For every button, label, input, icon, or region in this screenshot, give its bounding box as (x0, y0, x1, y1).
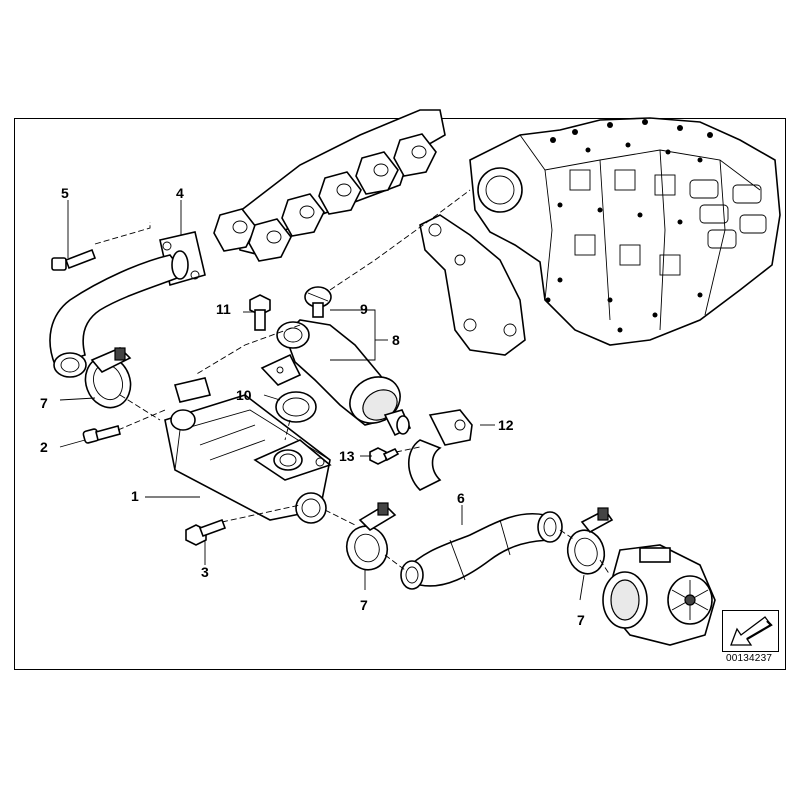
cylinder-head (469, 117, 781, 346)
callout-10: 10 (236, 387, 252, 403)
bolt-3 (185, 518, 227, 546)
egr-cooler-1 (164, 377, 332, 524)
leader-lines (59, 189, 611, 601)
callout-9: 9 (360, 301, 368, 317)
callout-7-middle: 7 (360, 597, 368, 613)
callout-1: 1 (131, 488, 139, 504)
gasket-10 (275, 391, 317, 423)
clip-12 (408, 409, 473, 491)
exhaust-manifold (213, 109, 446, 262)
egr-pipe-lower (400, 511, 563, 590)
callout-11: 11 (216, 301, 231, 317)
arrow-down-left-icon (730, 616, 773, 646)
callout-12: 12 (498, 417, 514, 433)
hose-clamp-upper (84, 347, 132, 409)
callout-7-upper: 7 (40, 395, 48, 411)
callout-8: 8 (392, 332, 400, 348)
bolt-13 (369, 447, 400, 465)
callout-5: 5 (61, 185, 69, 201)
bolt-5 (51, 248, 97, 271)
callout-2: 2 (40, 439, 48, 455)
callout-4: 4 (176, 185, 184, 201)
egr-valve-8 (260, 319, 412, 437)
callout-3: 3 (201, 564, 209, 580)
bracket-plate (419, 214, 526, 356)
hose-clamp-middle (345, 502, 397, 571)
screw-9 (304, 286, 332, 318)
callout-6: 6 (457, 490, 465, 506)
document-number: 00134237 (726, 653, 773, 664)
orientation-box (722, 610, 779, 652)
callout-13: 13 (339, 448, 355, 464)
callout-7-right: 7 (577, 612, 585, 628)
bolt-11 (249, 294, 271, 331)
bolt-2 (82, 425, 121, 444)
egr-actuator-valve (602, 544, 716, 646)
hose-clamp-right (566, 507, 614, 575)
egr-pipe-upper (49, 231, 206, 378)
